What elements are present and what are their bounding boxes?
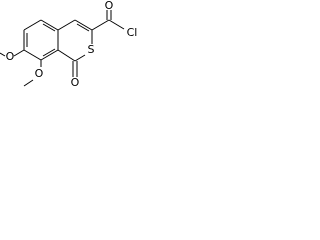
ring-carbonyl — [72, 61, 78, 77]
atom-label-lactone-oxygen: O — [71, 76, 80, 89]
bond — [108, 19, 125, 30]
atom-label-sulfur: S — [88, 43, 95, 56]
bond — [57, 19, 76, 31]
bond — [91, 19, 110, 31]
molecule-drawing: S O O Cl O O — [0, 0, 138, 89]
bond — [40, 19, 59, 31]
methoxy-groups — [0, 49, 42, 87]
bond — [23, 19, 42, 31]
chemical-structure-diagram: S O O Cl O O — [0, 0, 146, 98]
acyl-chloride-group — [91, 10, 125, 31]
atom-label-methoxy-oxygen-bottom: O — [35, 67, 44, 80]
double-bond-inner — [42, 23, 56, 32]
bond — [0, 52, 6, 57]
bond — [57, 49, 76, 62]
bond — [74, 54, 86, 62]
bond — [40, 49, 59, 61]
double-bond-inner — [42, 48, 56, 57]
bond — [23, 79, 34, 87]
thiopyran-ring — [57, 19, 93, 62]
bond — [74, 19, 93, 31]
bond — [13, 49, 25, 57]
bond — [23, 49, 42, 61]
atom-label-chlorine: Cl — [127, 26, 138, 39]
double-bond-inner — [76, 23, 90, 32]
benzene-ring — [23, 19, 59, 61]
atom-label-acyl-oxygen: O — [105, 0, 114, 12]
atom-label-methoxy-oxygen-top: O — [6, 50, 15, 63]
